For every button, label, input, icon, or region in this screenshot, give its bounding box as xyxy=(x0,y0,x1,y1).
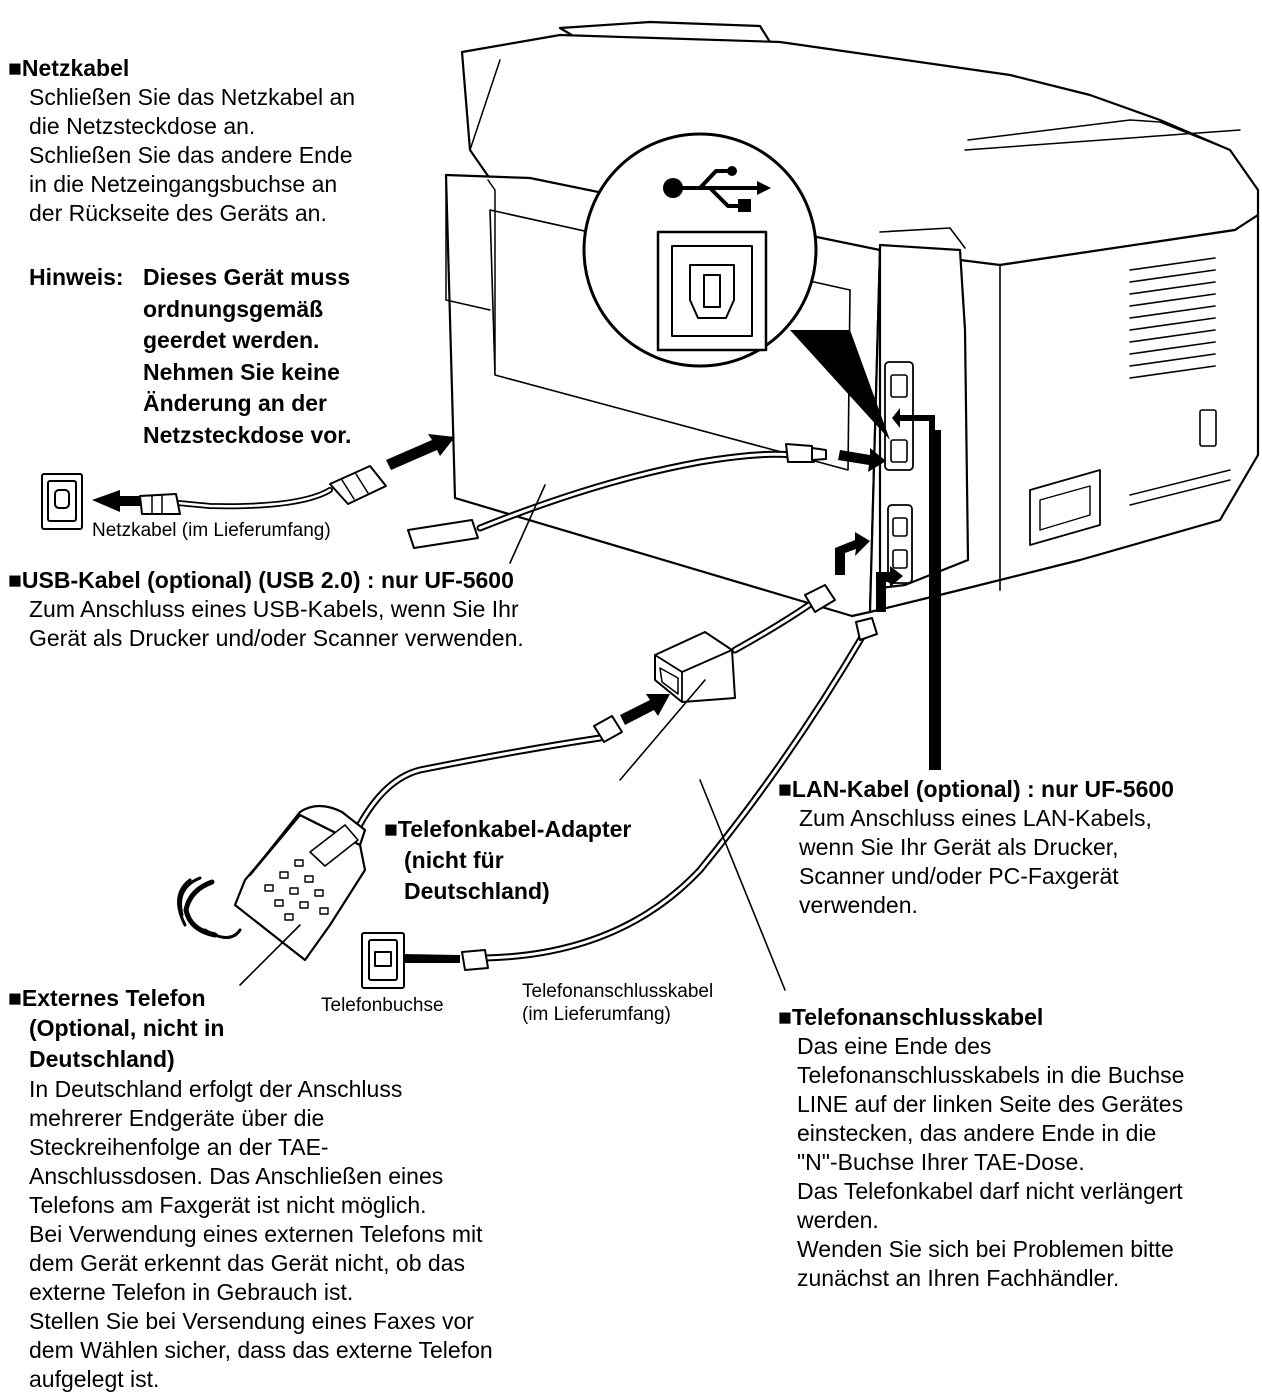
adapter-line: (nicht für xyxy=(404,847,504,873)
extern-line: dem Wählen sicher, dass das externe Tele… xyxy=(29,1337,493,1363)
hinweis-line: Änderung an der xyxy=(143,390,328,416)
extern-heading-line: (Optional, nicht in xyxy=(29,1015,225,1041)
tak-line: werden. xyxy=(797,1207,879,1233)
netzkabel-caption: Netzkabel (im Lieferumfang) xyxy=(92,520,331,541)
usb-cable xyxy=(407,443,827,564)
usb-line: Zum Anschluss eines USB-Kabels, wenn Sie… xyxy=(29,596,519,622)
lan-line: Zum Anschluss eines LAN-Kabels, xyxy=(799,805,1152,831)
hinweis-note: Hinweis: Dieses Gerät muss ordnungsgemäß… xyxy=(29,262,429,452)
extern-line: Steckreihenfolge an der TAE- xyxy=(29,1134,329,1160)
hinweis-line: geerdet werden. xyxy=(143,327,320,353)
telephone-socket-illustration xyxy=(361,932,405,989)
netzkabel-line: in die Netzeingangsbuchse an xyxy=(29,171,338,197)
extern-line: Stellen Sie bei Versendung eines Faxes v… xyxy=(29,1308,474,1334)
adapter-cable xyxy=(619,584,836,781)
hinweis-label: Hinweis: xyxy=(29,264,124,290)
lan-line: verwenden. xyxy=(799,892,918,918)
extern-line: externe Telefon in Gebrauch ist. xyxy=(29,1279,354,1305)
telefonanschlusskabel-caption: Telefonanschlusskabel (im Lieferumfang) xyxy=(522,981,714,1025)
tak-line: zunächst an Ihren Fachhändler. xyxy=(797,1265,1120,1291)
tak-line: Wenden Sie sich bei Problemen bitte xyxy=(797,1236,1174,1262)
tak-line: Das eine Ende des xyxy=(797,1033,992,1059)
tak-heading: ■Telefonanschlusskabel xyxy=(778,1004,1044,1030)
extern-heading-line: Deutschland) xyxy=(29,1046,175,1072)
adapter-heading: ■Telefonkabel-Adapter xyxy=(384,816,632,842)
extern-section: ■Externes Telefon (Optional, nicht in De… xyxy=(8,984,588,1394)
telefonanschlusskabel-section: ■Telefonanschlusskabel Das eine Ende des… xyxy=(778,1003,1248,1293)
connection-arrows xyxy=(92,408,941,968)
telephone-illustration xyxy=(177,804,367,986)
tak-line: Das Telefonkabel darf nicht verlängert xyxy=(797,1178,1183,1204)
hinweis-line: Dieses Gerät muss xyxy=(143,264,351,290)
tak-line: LINE auf der linken Seite des Gerätes xyxy=(797,1091,1184,1117)
lan-line: Scanner und/oder PC-Faxgerät xyxy=(799,863,1119,889)
netzkabel-line: die Netzsteckdose an. xyxy=(29,113,256,139)
extern-line: In Deutschland erfolgt der Anschluss xyxy=(29,1076,403,1102)
power-outlet-illustration xyxy=(41,473,83,530)
telefonbuchse-caption: Telefonbuchse xyxy=(321,995,444,1016)
phone-cable xyxy=(348,715,623,844)
extern-line: aufgelegt ist. xyxy=(29,1366,160,1392)
extern-line: Anschlussdosen. Das Anschließen eines xyxy=(29,1163,444,1189)
power-cable xyxy=(139,465,387,515)
lan-heading: ■LAN-Kabel (optional) : nur UF-5600 xyxy=(778,776,1174,802)
netzkabel-line: Schließen Sie das andere Ende xyxy=(29,142,353,168)
usb-line: Gerät als Drucker und/oder Scanner verwe… xyxy=(29,625,524,651)
hinweis-line: Netzsteckdose vor. xyxy=(143,421,352,448)
extern-line: dem Gerät erkennt das Gerät nicht, ob da… xyxy=(29,1250,465,1276)
usb-icon xyxy=(663,166,771,212)
tak-line: "N"-Buchse Ihrer TAE-Dose. xyxy=(797,1149,1085,1175)
netzkabel-heading: ■Netzkabel xyxy=(8,55,130,81)
usb-heading: ■USB-Kabel (optional) (USB 2.0) : nur UF… xyxy=(8,567,514,593)
telephone-line-cable xyxy=(461,617,878,991)
tak-line: Telefonanschlusskabels in die Buchse xyxy=(797,1062,1185,1088)
adapter-section: ■Telefonkabel-Adapter (nicht für Deutsch… xyxy=(384,814,684,907)
netzkabel-line: der Rückseite des Geräts an. xyxy=(29,200,327,226)
usb-section: ■USB-Kabel (optional) (USB 2.0) : nur UF… xyxy=(8,566,608,653)
netzkabel-section: ■Netzkabel Schließen Sie das Netzkabel a… xyxy=(8,54,428,228)
fax-machine-illustration xyxy=(444,20,1260,618)
adapter-line: Deutschland) xyxy=(404,878,550,904)
extern-line: Bei Verwendung eines externen Telefons m… xyxy=(29,1221,483,1247)
lan-line: wenn Sie Ihr Gerät als Drucker, xyxy=(799,834,1119,860)
hinweis-line: ordnungsgemäß xyxy=(143,295,324,322)
extern-heading: ■Externes Telefon xyxy=(8,985,206,1011)
extern-line: Telefons am Faxgerät ist nicht möglich. xyxy=(29,1192,427,1218)
tak-line: einstecken, das andere Ende in die xyxy=(797,1120,1157,1146)
netzkabel-line: Schließen Sie das Netzkabel an xyxy=(29,84,356,110)
lan-section: ■LAN-Kabel (optional) : nur UF-5600 Zum … xyxy=(778,775,1248,920)
extern-line: mehrerer Endgeräte über die xyxy=(29,1105,325,1131)
hinweis-line: Nehmen Sie keine xyxy=(143,358,340,385)
